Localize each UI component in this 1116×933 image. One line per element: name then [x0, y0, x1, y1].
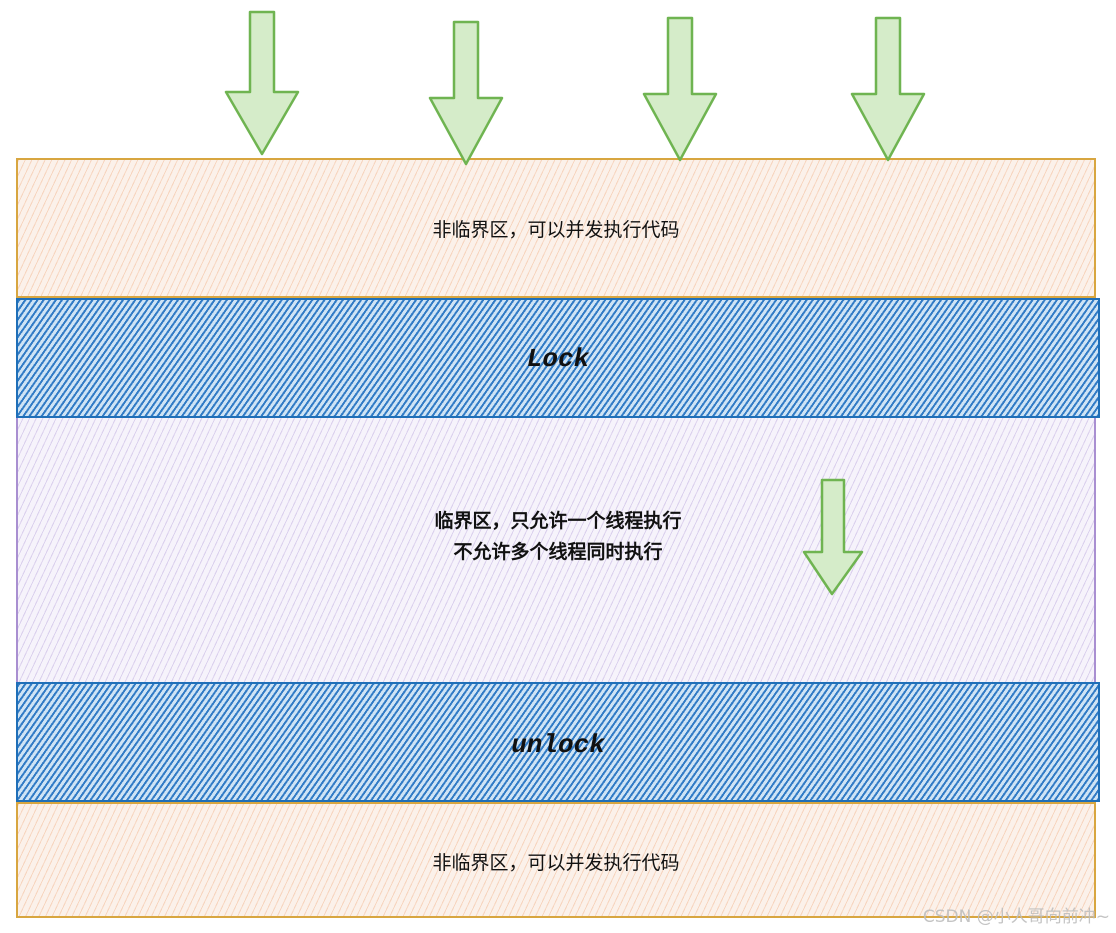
- noncritical-region-top: 非临界区，可以并发执行代码: [16, 158, 1096, 298]
- critical-region-label-line2: 不允许多个线程同时执行: [453, 541, 663, 563]
- arrow-down-icon: [224, 10, 300, 156]
- arrow-down-icon: [428, 20, 504, 166]
- arrow-down-icon: [850, 16, 926, 162]
- lock-label: Lock: [526, 344, 590, 374]
- unlock-label: unlock: [511, 730, 605, 760]
- noncritical-region-top-label: 非临界区，可以并发执行代码: [432, 219, 680, 241]
- arrow-down-icon: [802, 478, 864, 596]
- arrow-down-icon: [642, 16, 718, 162]
- noncritical-region-bottom-label: 非临界区，可以并发执行代码: [432, 852, 680, 874]
- noncritical-region-bottom: 非临界区，可以并发执行代码: [16, 802, 1096, 918]
- unlock-band: unlock: [16, 682, 1100, 802]
- watermark: CSDN @小人哥向前冲~: [922, 907, 1110, 927]
- critical-region-label-line1: 临界区，只允许一个线程执行: [434, 510, 682, 532]
- lock-band: Lock: [16, 298, 1100, 418]
